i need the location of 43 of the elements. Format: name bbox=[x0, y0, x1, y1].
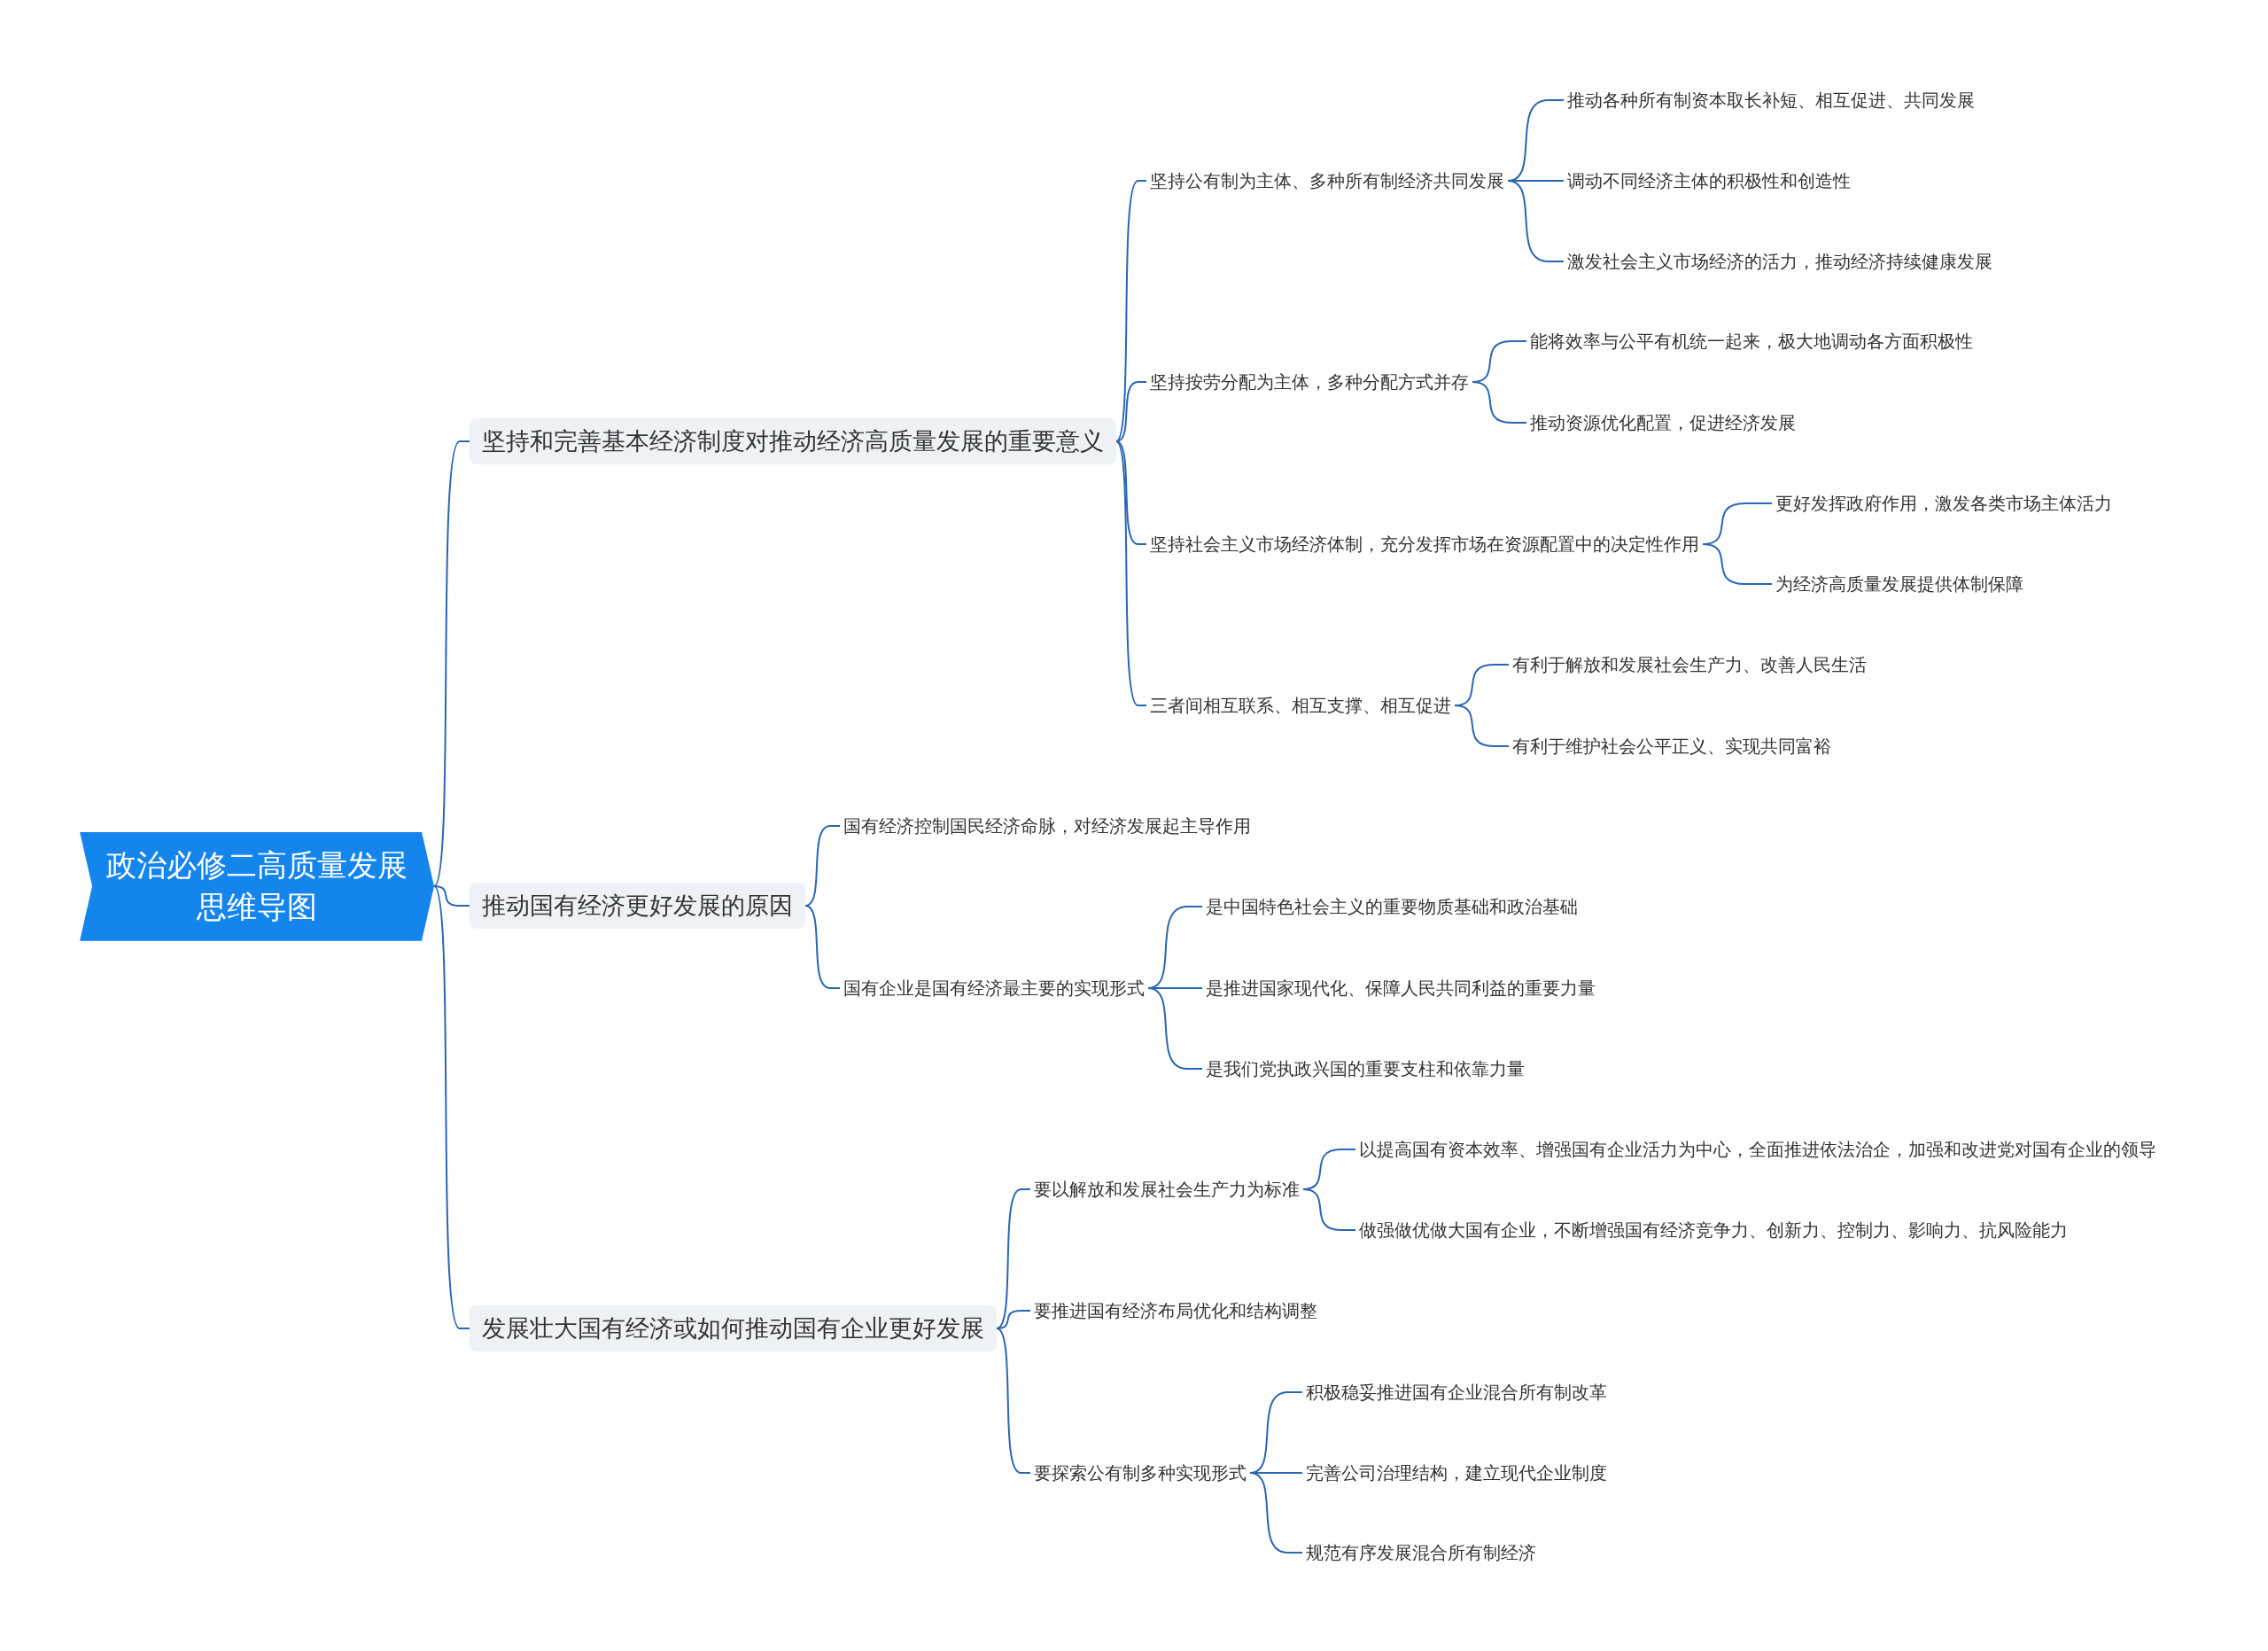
subtopic: 有利于维护社会公平正义、实现共同富裕 bbox=[1509, 730, 1835, 762]
connector-line bbox=[1115, 381, 1147, 442]
connector-line bbox=[1147, 987, 1203, 1070]
subtopic: 坚持社会主义市场经济体制，充分发挥市场在资源配置中的决定性作用 bbox=[1146, 528, 1703, 560]
main-topic: 推动国有经济更好发展的原因 bbox=[470, 883, 805, 929]
connector-line bbox=[1454, 705, 1510, 747]
subtopic: 三者间相互联系、相互支撑、相互促进 bbox=[1146, 689, 1455, 721]
subtopic: 坚持按劳分配为主体，多种分配方式并存 bbox=[1146, 366, 1472, 398]
connector-line bbox=[433, 885, 470, 907]
subtopic: 调动不同经济主体的积极性和创造性 bbox=[1564, 165, 1854, 197]
central-topic: 政治必修二高质量发展思维导图 bbox=[80, 831, 434, 941]
connector-line bbox=[1249, 1472, 1303, 1554]
subtopic: 能将效率与公平有机统一起来，极大地调动各方面积极性 bbox=[1526, 325, 1977, 357]
subtopic: 要探索公有制多种实现形式 bbox=[1030, 1457, 1250, 1489]
subtopic: 要以解放和发展社会生产力为标准 bbox=[1030, 1173, 1303, 1205]
subtopic: 推动各种所有制资本取长补短、相互促进、共同发展 bbox=[1564, 84, 1978, 116]
subtopic: 激发社会主义市场经济的活力，推动经济持续健康发展 bbox=[1564, 245, 1996, 277]
subtopic: 以提高国有资本效率、增强国有企业活力为中心，全面推进依法治企，加强和改进党对国有企业的领导 bbox=[1355, 1133, 2160, 1165]
subtopic: 国有企业是国有经济最主要的实现形式 bbox=[840, 972, 1148, 1004]
connector-line bbox=[1472, 381, 1527, 424]
subtopic: 规范有序发展混合所有制经济 bbox=[1302, 1537, 1540, 1569]
subtopic: 坚持公有制为主体、多种所有制经济共同发展 bbox=[1146, 165, 1508, 197]
connector-line bbox=[1507, 180, 1565, 262]
main-topic: 坚持和完善基本经济制度对推动经济高质量发展的重要意义 bbox=[470, 418, 1116, 464]
connector-line bbox=[433, 440, 470, 888]
subtopic: 是中国特色社会主义的重要物质基础和政治基础 bbox=[1202, 891, 1581, 923]
connector-line bbox=[996, 1310, 1031, 1329]
connector-line bbox=[1115, 440, 1147, 545]
connector-line bbox=[1702, 543, 1773, 585]
subtopic: 要推进国有经济布局优化和结构调整 bbox=[1030, 1295, 1321, 1327]
subtopic: 是我们党执政兴国的重要支柱和依靠力量 bbox=[1202, 1053, 1528, 1085]
connector-line bbox=[1302, 1188, 1356, 1231]
subtopic: 做强做优做大国有企业，不断增强国有经济竞争力、创新力、控制力、影响力、抗风险能力 bbox=[1355, 1214, 2071, 1246]
subtopic: 完善公司治理结构，建立现代企业制度 bbox=[1302, 1457, 1611, 1489]
subtopic: 是推进国家现代化、保障人民共同利益的重要力量 bbox=[1202, 972, 1599, 1004]
connector-line bbox=[433, 885, 470, 1329]
subtopic: 国有经济控制国民经济命脉，对经济发展起主导作用 bbox=[840, 810, 1254, 842]
subtopic: 为经济高质量发展提供体制保障 bbox=[1772, 568, 2027, 600]
subtopic: 推动资源优化配置，促进经济发展 bbox=[1526, 407, 1799, 439]
main-topic: 发展壮大国有经济或如何推动国有企业更好发展 bbox=[470, 1305, 997, 1351]
subtopic: 更好发挥政府作用，激发各类市场主体活力 bbox=[1772, 487, 2116, 519]
subtopic: 积极稳妥推进国有企业混合所有制改革 bbox=[1302, 1376, 1611, 1408]
subtopic: 有利于解放和发展社会生产力、改善人民生活 bbox=[1509, 649, 1870, 681]
